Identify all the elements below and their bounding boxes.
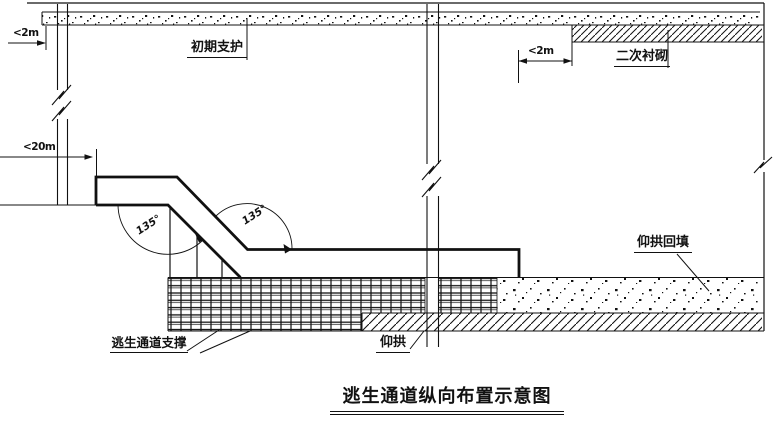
label-escape-channel-support: 逃生通道支撑 xyxy=(110,336,188,353)
angle-arcs xyxy=(117,203,293,255)
escape-channel-struts xyxy=(169,208,223,277)
label-invert: 仰拱 xyxy=(376,335,410,354)
label-initial-support: 初期支护 xyxy=(187,40,247,59)
break-symbol xyxy=(51,84,72,106)
diagram-title: 逃生通道纵向布置示意图 xyxy=(330,382,564,415)
label-secondary-lining: 二次衬砌 xyxy=(614,49,670,68)
dimension-left-2m xyxy=(8,26,47,50)
dimension-text-20m: <20m xyxy=(23,141,56,153)
dimension-20m xyxy=(0,149,97,176)
escape-support-mesh xyxy=(167,277,498,331)
middle-pipe xyxy=(421,4,442,347)
dimension-right-2m xyxy=(518,50,572,83)
label-invert-backfill: 仰拱回填 xyxy=(634,235,692,254)
invert-hatch-fill xyxy=(362,313,762,331)
initial-support-band xyxy=(27,2,764,26)
right-edge-line xyxy=(753,3,773,331)
dimension-text-left-2m: <2m xyxy=(13,27,39,39)
dimension-text-right-2m: <2m xyxy=(528,45,554,57)
leader-lines xyxy=(186,18,710,354)
invert-backfill-fill xyxy=(497,277,760,313)
escape-channel-pipe xyxy=(94,175,521,279)
break-symbol xyxy=(421,159,442,181)
break-symbol xyxy=(753,156,773,174)
break-symbol xyxy=(421,176,442,198)
left-pipe xyxy=(51,4,72,205)
break-symbol xyxy=(51,100,72,122)
